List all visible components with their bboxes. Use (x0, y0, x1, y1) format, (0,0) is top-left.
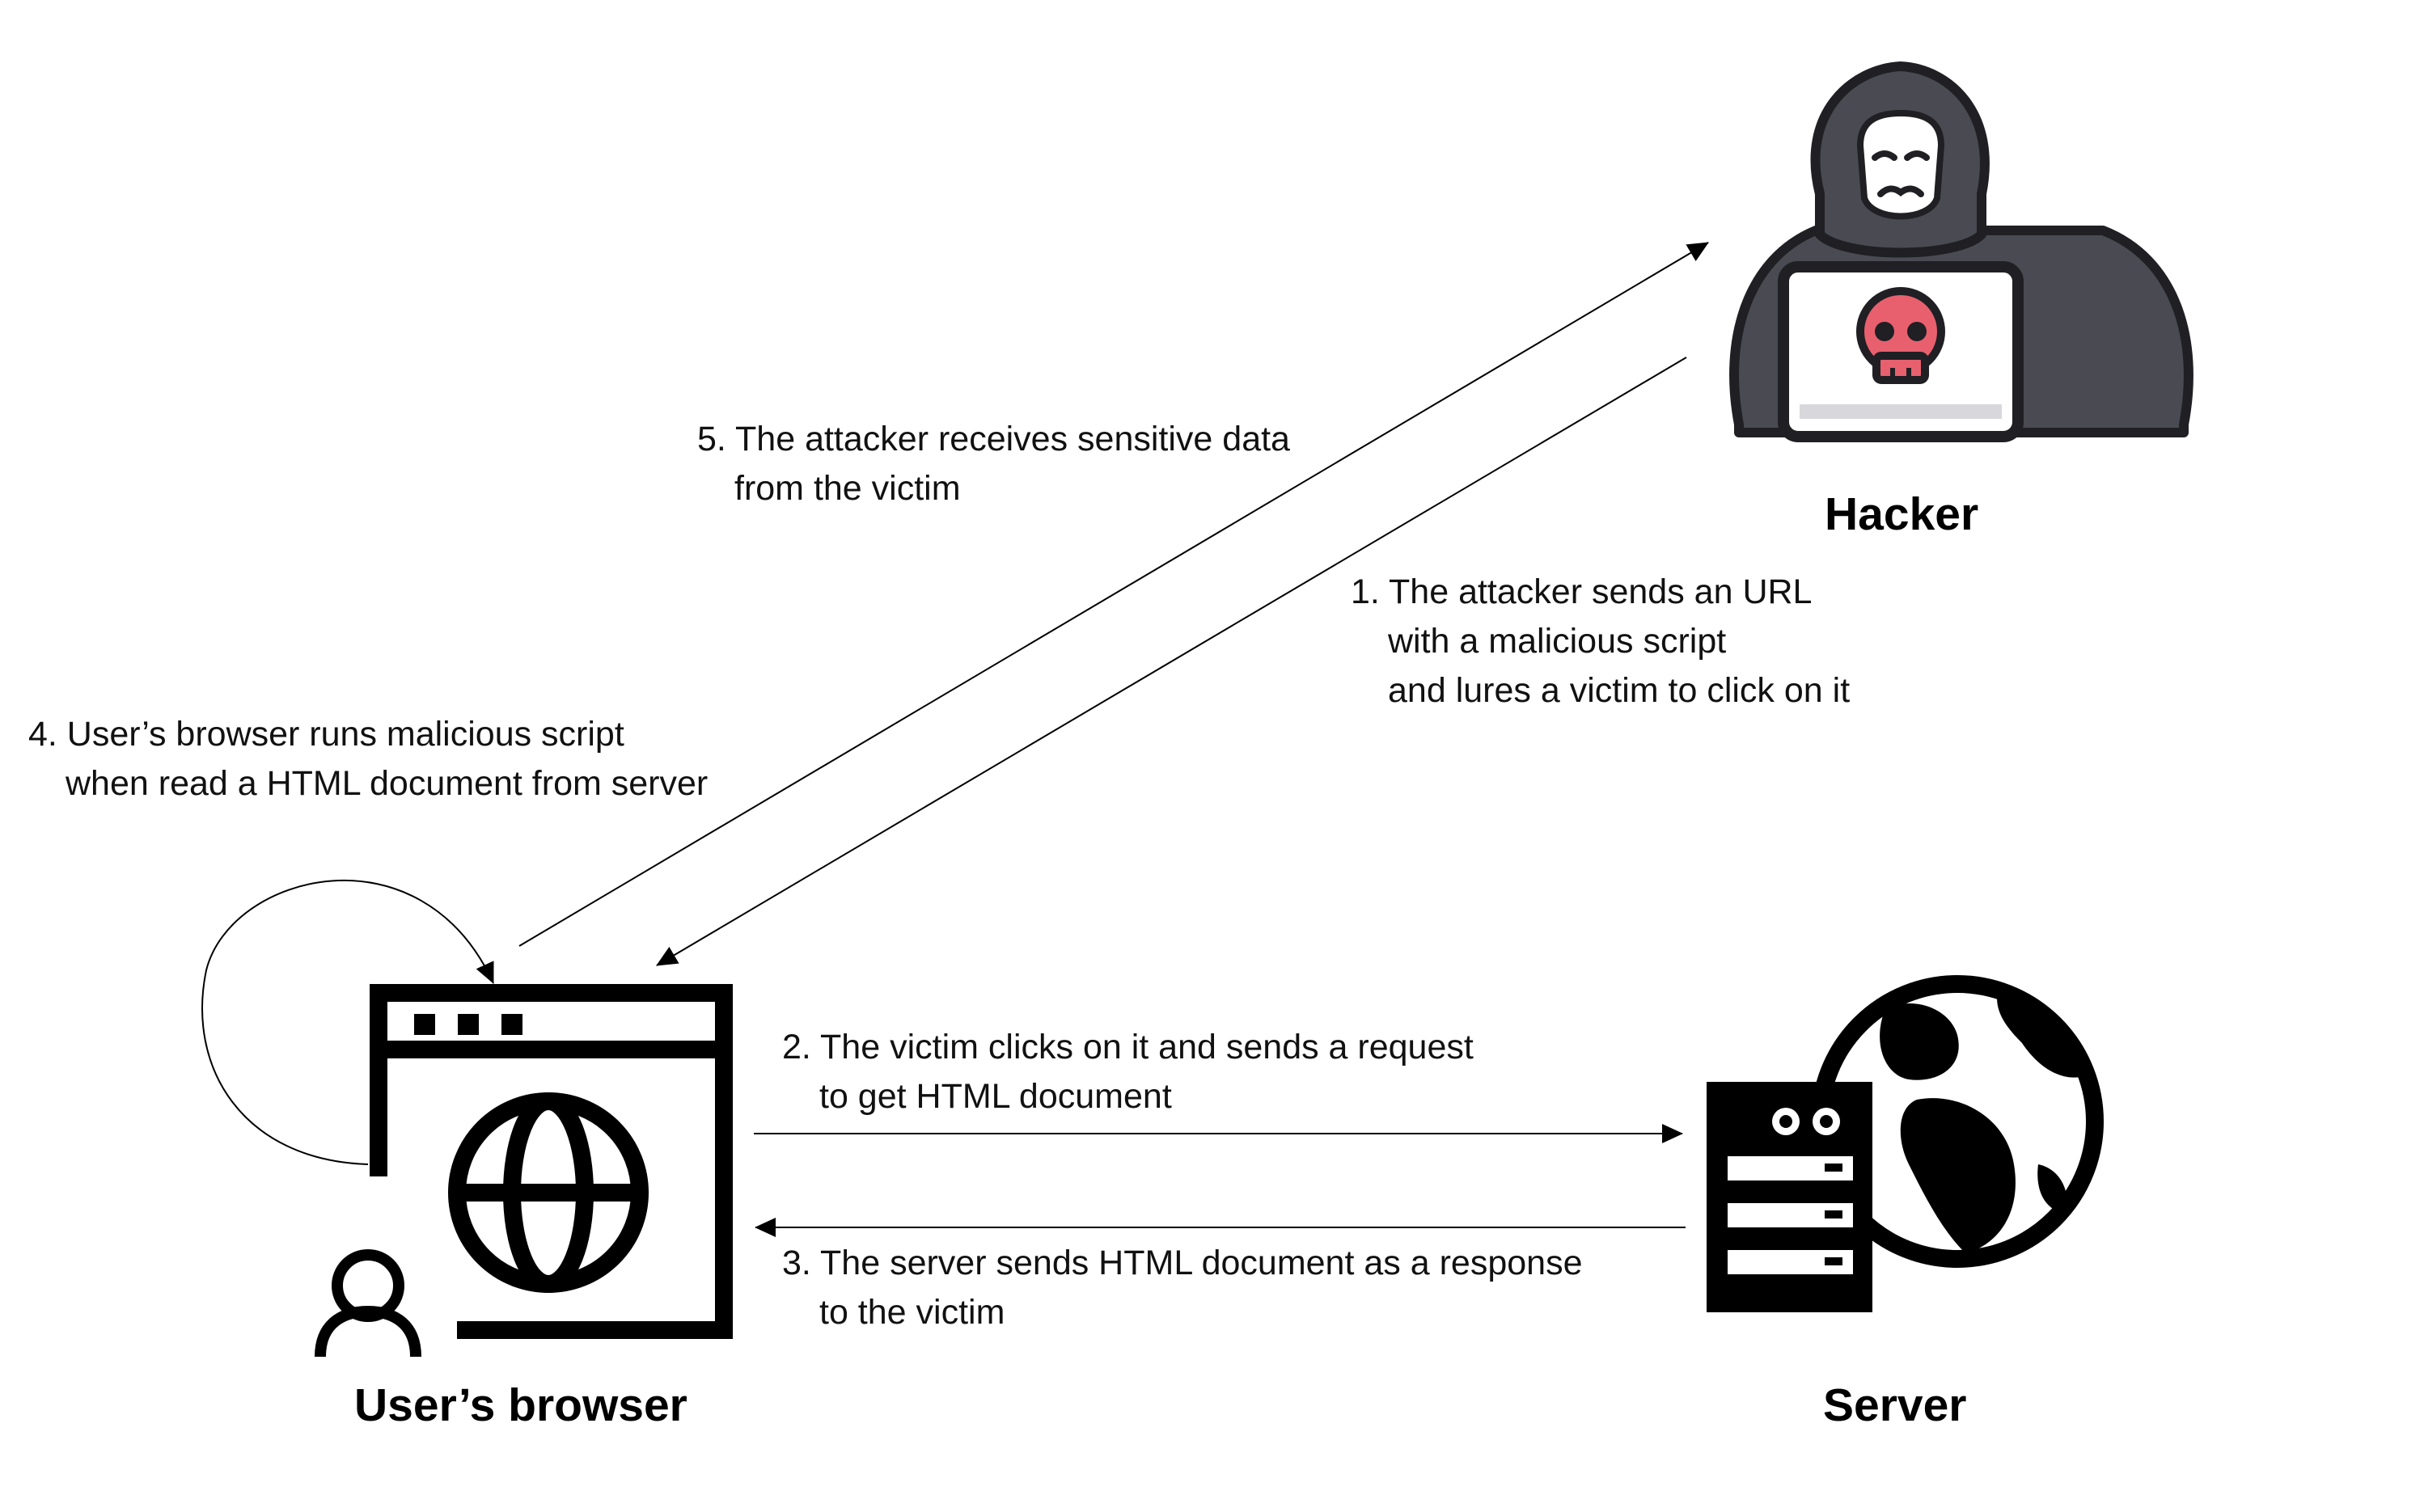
step-4-text: 4. User’s browser runs malicious script … (28, 715, 709, 803)
user-icon (315, 1249, 421, 1358)
arrow-step-4-loop (201, 880, 494, 1165)
step-3-text: 3. The server sends HTML document as a r… (782, 1244, 1583, 1332)
globe-icon (448, 1092, 649, 1293)
server-label: Server (1823, 1379, 1967, 1431)
arrow-step-5 (518, 242, 1709, 947)
step-5-text: 5. The attacker receives sensitive data … (697, 420, 1290, 508)
skull-icon (1856, 287, 1945, 384)
arrow-step-1 (656, 357, 1687, 966)
step-1-text: 1. The attacker sends an URL with a mali… (1351, 572, 1851, 710)
hacker-label: Hacker (1825, 488, 1979, 540)
hacker-icon (1729, 61, 2193, 442)
step-2-text: 2. The victim clicks on it and sends a r… (782, 1028, 1474, 1116)
server-globe-icon (1707, 975, 2104, 1312)
browser-window-icon (370, 984, 733, 1339)
browser-label: User’s browser (354, 1379, 687, 1431)
